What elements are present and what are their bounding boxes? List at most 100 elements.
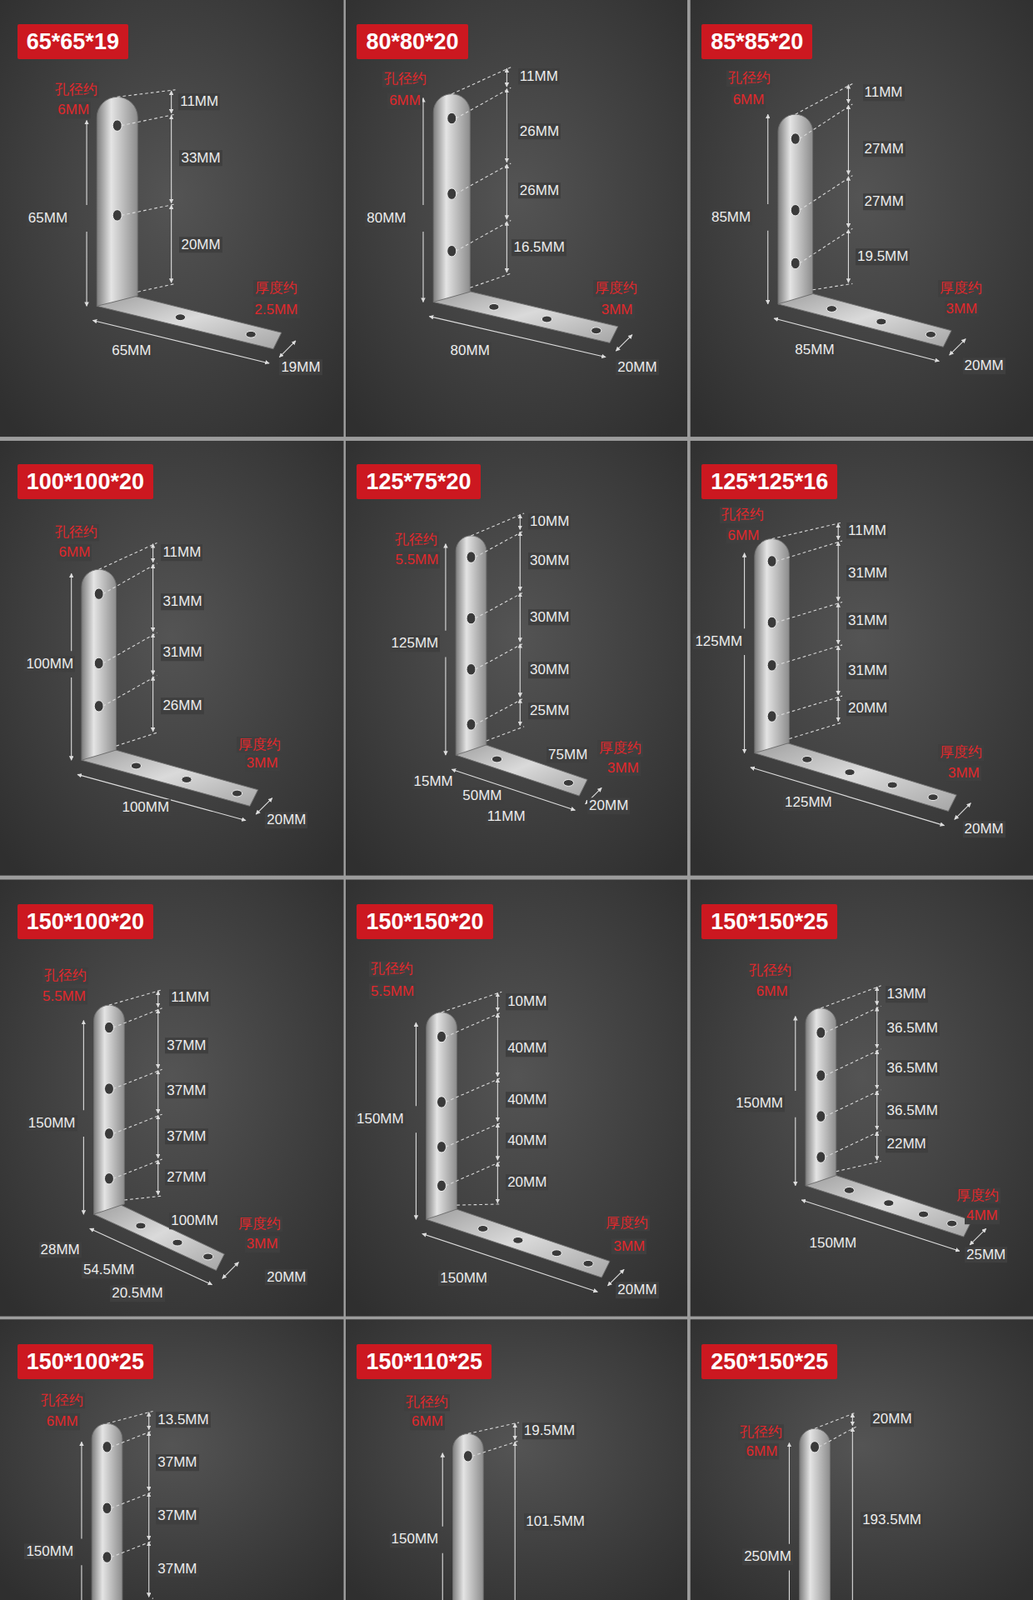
screw-hole: [463, 1450, 473, 1462]
panel: [0, 0, 345, 437]
dimension-arrow: [70, 573, 72, 651]
dimension-label: 193.5MM: [860, 1511, 924, 1528]
bracket-vertical-leg: [94, 1004, 125, 1214]
screw-hole: [94, 657, 104, 669]
dimension-label: 30MM: [528, 661, 571, 679]
leader-line: [836, 1160, 882, 1171]
dimension-label: 15MM: [412, 773, 455, 790]
spec-note: 孔径约: [738, 1423, 784, 1441]
spec-note: 厚度约: [954, 1187, 1001, 1204]
dimension-label: 250MM: [742, 1547, 794, 1565]
spec-note: 6MM: [726, 527, 762, 544]
dimension-arrow: [767, 230, 769, 305]
dimension-label: 11MM: [863, 84, 905, 102]
dimension-label: 54.5MM: [81, 1261, 136, 1278]
dimension-arrow: [773, 318, 939, 361]
screw-hole: [172, 1238, 183, 1246]
dimension-arrow: [801, 1199, 960, 1251]
panel: [345, 0, 688, 437]
dimension-arrow: [279, 340, 296, 358]
dimension-label: 36.5MM: [885, 1102, 940, 1119]
dimension-arrow: [876, 986, 878, 1005]
spec-note: 厚度约: [236, 736, 283, 754]
bracket-vertical-leg: [805, 1008, 837, 1186]
dimension-label: 37MM: [164, 1037, 208, 1054]
screw-hole: [887, 781, 898, 789]
dimension-label: 37MM: [155, 1454, 199, 1472]
dimension-label: 100MM: [24, 655, 75, 673]
screw-hole: [245, 330, 256, 338]
dimension-label: 80MM: [449, 342, 492, 360]
screw-hole: [466, 663, 476, 675]
screw-hole: [102, 1551, 112, 1562]
dimension-arrow: [148, 1541, 150, 1597]
size-badge: 150*150*25: [701, 903, 838, 939]
spec-note: 3MM: [599, 301, 635, 319]
leader-line: [455, 163, 511, 195]
dimension-arrow: [157, 1069, 159, 1113]
leader-line: [474, 698, 524, 725]
screw-hole: [790, 204, 800, 216]
dimension-arrow: [969, 1227, 987, 1245]
screw-hole: [478, 1224, 489, 1232]
size-badge: 250*150*25: [701, 1343, 838, 1379]
bracket-vertical-leg: [778, 114, 814, 305]
dimension-arrow: [848, 104, 849, 175]
spec-note: 厚度约: [597, 740, 644, 758]
dimension-label: 50MM: [460, 787, 504, 804]
dimension-label: 85MM: [709, 209, 753, 226]
screw-hole: [790, 133, 800, 145]
panel: [0, 1318, 345, 1600]
dimension-label: 20MM: [963, 820, 1006, 838]
dimension-label: 26MM: [518, 182, 561, 200]
dimension-label: 150MM: [24, 1542, 75, 1560]
dimension-arrow: [852, 1427, 854, 1600]
spec-note: 5.5MM: [40, 988, 88, 1005]
dimension-arrow: [157, 990, 159, 1008]
dimension-label: 20MM: [846, 699, 889, 717]
dimension-arrow: [838, 541, 839, 601]
bracket-vertical-leg: [452, 1432, 484, 1600]
dimension-label: 22MM: [885, 1136, 929, 1153]
leader-line: [113, 1068, 163, 1088]
screw-hole: [447, 244, 457, 256]
dimension-arrow: [519, 531, 521, 591]
bracket-vertical-leg: [433, 94, 470, 303]
leader-line: [113, 1008, 163, 1028]
size-badge: 150*150*20: [356, 903, 493, 939]
leader-line: [445, 1160, 502, 1185]
screw-hole: [447, 112, 457, 124]
dimension-arrow: [170, 204, 172, 283]
spec-note: 孔径约: [726, 69, 773, 87]
badge-text: 125*75*20: [365, 469, 471, 495]
spec-note: 厚度约: [938, 280, 984, 298]
leader-line: [103, 675, 158, 707]
spec-note: 孔径约: [53, 81, 100, 99]
screw-hole: [437, 1179, 447, 1191]
leader-line: [776, 601, 844, 622]
dimension-label: 27MM: [863, 194, 906, 211]
screw-hole: [466, 612, 476, 624]
leader-line: [824, 1130, 881, 1158]
spec-note: 6MM: [57, 544, 93, 562]
dimension-label: 20.5MM: [109, 1284, 165, 1302]
leader-line: [469, 273, 511, 288]
dimension-arrow: [794, 1117, 796, 1186]
dimension-label: 11MM: [485, 808, 528, 826]
screw-hole: [181, 776, 192, 784]
screw-hole: [489, 303, 500, 310]
screw-hole: [102, 1502, 112, 1513]
spec-note: 3MM: [946, 764, 982, 782]
spec-note: 厚度约: [938, 744, 984, 762]
size-badge: 125*75*20: [356, 464, 480, 500]
screw-hole: [767, 616, 777, 628]
dimension-arrow: [876, 1049, 878, 1089]
dimension-label: 11MM: [846, 522, 889, 539]
size-badge: 150*110*25: [356, 1343, 492, 1379]
size-badge: 80*80*20: [356, 24, 468, 60]
dimension-arrow: [92, 319, 270, 363]
screw-hole: [816, 1151, 826, 1163]
dimension-label: 19.5MM: [522, 1422, 577, 1440]
leader-line: [121, 204, 176, 215]
spec-note: 3MM: [244, 1236, 280, 1253]
